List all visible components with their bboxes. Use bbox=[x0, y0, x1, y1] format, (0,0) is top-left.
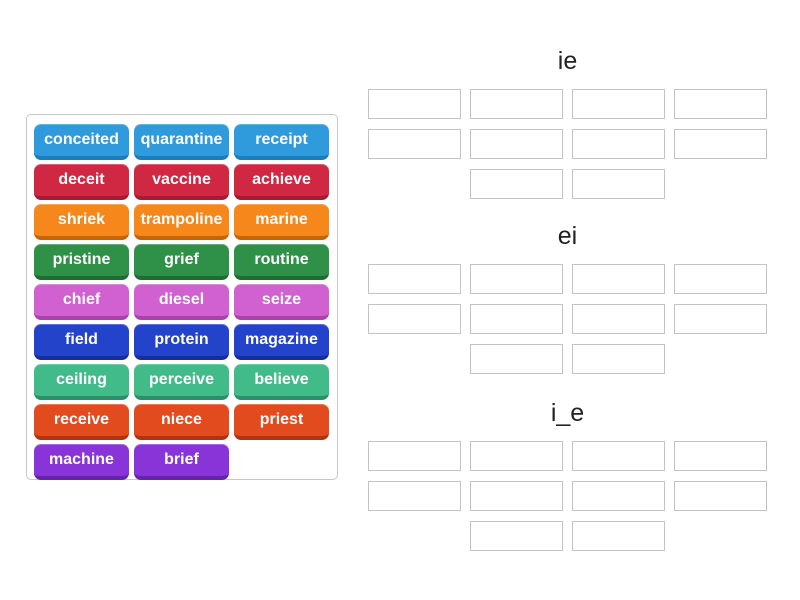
drop-slot[interactable] bbox=[572, 129, 665, 159]
drop-slot[interactable] bbox=[674, 441, 767, 471]
drop-slot[interactable] bbox=[572, 169, 665, 199]
slot-grid-ie bbox=[368, 89, 767, 199]
slot-grid-i_e bbox=[368, 441, 767, 551]
drop-slot[interactable] bbox=[572, 264, 665, 294]
drop-slot[interactable] bbox=[674, 304, 767, 334]
drop-slot[interactable] bbox=[470, 169, 563, 199]
drop-slot[interactable] bbox=[674, 481, 767, 511]
category-group-i_e: i_e bbox=[368, 398, 767, 551]
drop-slot[interactable] bbox=[674, 129, 767, 159]
word-tile[interactable]: conceited bbox=[34, 124, 129, 160]
word-bank-panel: conceited quarantine receipt deceit vacc… bbox=[26, 114, 338, 480]
word-tile[interactable]: diesel bbox=[134, 284, 229, 320]
drop-slot[interactable] bbox=[470, 304, 563, 334]
category-group-ei: ei bbox=[368, 221, 767, 374]
drop-slot[interactable] bbox=[572, 441, 665, 471]
word-tile[interactable]: shriek bbox=[34, 204, 129, 240]
word-tile[interactable]: trampoline bbox=[134, 204, 229, 240]
word-tile[interactable]: perceive bbox=[134, 364, 229, 400]
word-tile[interactable]: routine bbox=[234, 244, 329, 280]
group-header-i_e: i_e bbox=[550, 399, 585, 427]
drop-slot[interactable] bbox=[674, 89, 767, 119]
word-tile[interactable]: machine bbox=[34, 444, 129, 480]
drop-slot[interactable] bbox=[368, 264, 461, 294]
drop-slot[interactable] bbox=[470, 344, 563, 374]
drop-slot[interactable] bbox=[674, 264, 767, 294]
word-tile[interactable]: brief bbox=[134, 444, 229, 480]
category-group-ie: ie bbox=[368, 46, 767, 199]
drop-slot[interactable] bbox=[572, 521, 665, 551]
word-tile[interactable]: pristine bbox=[34, 244, 129, 280]
drop-slot[interactable] bbox=[470, 481, 563, 511]
group-header-ie: ie bbox=[557, 47, 578, 75]
word-tile[interactable]: receive bbox=[34, 404, 129, 440]
drop-slot[interactable] bbox=[368, 89, 461, 119]
group-header-ei: ei bbox=[557, 222, 578, 250]
word-tile[interactable]: field bbox=[34, 324, 129, 360]
word-tile[interactable]: vaccine bbox=[134, 164, 229, 200]
slot-grid-ei bbox=[368, 264, 767, 374]
word-tile[interactable]: deceit bbox=[34, 164, 129, 200]
word-tile[interactable]: chief bbox=[34, 284, 129, 320]
drop-slot[interactable] bbox=[572, 304, 665, 334]
drop-slot[interactable] bbox=[470, 521, 563, 551]
drop-slot[interactable] bbox=[368, 129, 461, 159]
word-tile[interactable]: niece bbox=[134, 404, 229, 440]
drop-slot[interactable] bbox=[572, 344, 665, 374]
drop-slot[interactable] bbox=[572, 481, 665, 511]
drop-slot[interactable] bbox=[368, 441, 461, 471]
word-tile[interactable]: grief bbox=[134, 244, 229, 280]
drop-slot[interactable] bbox=[470, 441, 563, 471]
word-tile[interactable]: ceiling bbox=[34, 364, 129, 400]
word-tile[interactable]: marine bbox=[234, 204, 329, 240]
drop-slot[interactable] bbox=[470, 89, 563, 119]
drop-slot[interactable] bbox=[470, 264, 563, 294]
drop-slot[interactable] bbox=[572, 89, 665, 119]
word-tile[interactable]: seize bbox=[234, 284, 329, 320]
drop-slot[interactable] bbox=[368, 304, 461, 334]
word-tile[interactable]: receipt bbox=[234, 124, 329, 160]
word-tile[interactable]: quarantine bbox=[134, 124, 229, 160]
word-tile[interactable]: achieve bbox=[234, 164, 329, 200]
drop-slot[interactable] bbox=[368, 481, 461, 511]
word-tile[interactable]: magazine bbox=[234, 324, 329, 360]
word-tile[interactable]: priest bbox=[234, 404, 329, 440]
word-tile[interactable]: believe bbox=[234, 364, 329, 400]
word-tile[interactable]: protein bbox=[134, 324, 229, 360]
drop-slot[interactable] bbox=[470, 129, 563, 159]
